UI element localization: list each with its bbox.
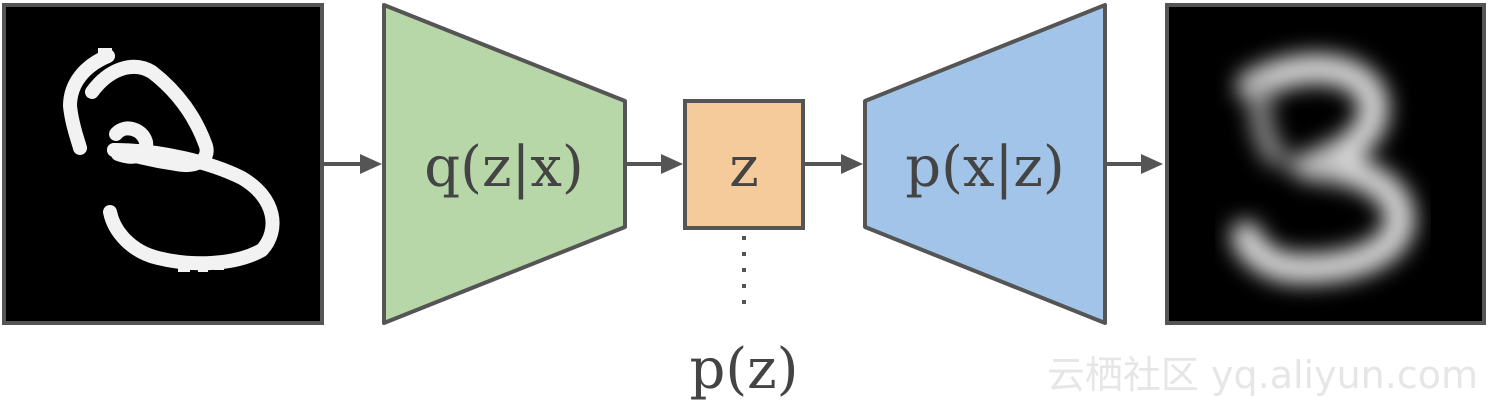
decoder-label: p(x|z) [905,135,1065,200]
latent-block [683,99,805,230]
output-digit-image [1165,3,1486,325]
input-digit-image [2,3,324,325]
arrow-latent-to-decoder [805,154,863,174]
decoder-block [863,3,1107,325]
arrow-decoder-to-output [1107,154,1163,174]
arrow-encoder-to-latent [627,154,683,174]
latent-label: z [729,135,759,200]
encoder-label: q(z|x) [424,135,584,200]
prior-label: p(z) [689,337,798,402]
encoder-block [382,3,627,325]
watermark: 云栖社区 yq.aliyun.com [1047,353,1478,397]
arrow-input-to-encoder [324,154,382,174]
